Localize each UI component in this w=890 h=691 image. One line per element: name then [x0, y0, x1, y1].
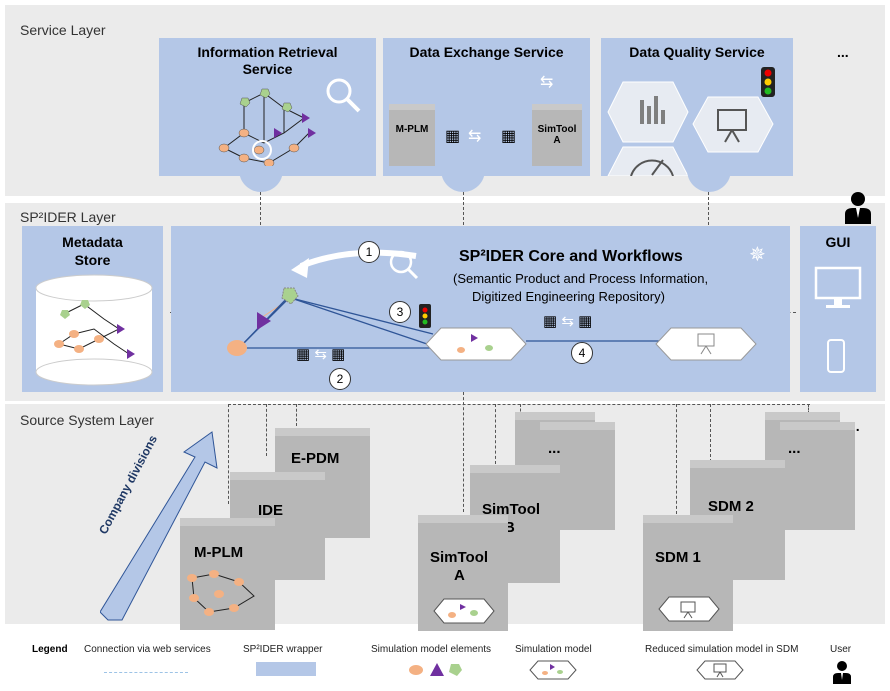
simtool-a-title-1: SimTool	[430, 549, 489, 566]
spider-layer-title: SP²IDER Layer	[20, 209, 116, 225]
sdm2-title: SDM 2	[708, 498, 754, 515]
connector-line	[495, 404, 496, 464]
legend-elements-label: Simulation model elements	[371, 644, 492, 655]
legend-user-label: User	[830, 644, 852, 655]
connector-line	[463, 392, 464, 512]
gui-panel[interactable]: GUI	[800, 226, 876, 392]
table-icon: ▦	[501, 128, 517, 145]
legend-connection-sample	[104, 672, 188, 673]
user-icon	[845, 192, 871, 224]
exchange-arrows-icon: ⇆	[540, 74, 554, 91]
mplm-mini-label: M-PLM	[395, 124, 429, 135]
mplm-mini-box: M-PLM	[389, 104, 435, 166]
simtool-b-title-2: B	[504, 519, 515, 536]
source-ellipsis-mid: ...	[548, 440, 561, 457]
legend-user-icon	[833, 661, 851, 684]
magnifier-icon	[326, 78, 361, 113]
gui-title: GUI	[825, 234, 851, 250]
epdm-title: E-PDM	[291, 450, 340, 467]
database-icon	[35, 274, 153, 386]
metadata-store-title-2: Store	[74, 252, 111, 268]
connector-line	[296, 404, 297, 426]
ide-title: IDE	[258, 502, 284, 519]
traffic-light-icon	[761, 67, 775, 97]
mplm-box[interactable]: M-PLM	[180, 518, 275, 630]
metadata-store[interactable]: Metadata Store	[22, 226, 163, 392]
source-ellipsis-right: ...	[788, 440, 801, 457]
simtool-mini-label-2: A	[553, 135, 561, 146]
info-retrieval-title-2: Service	[242, 61, 293, 77]
source-layer-title: Source System Layer	[20, 412, 154, 428]
service-layer-title: Service Layer	[20, 22, 106, 38]
table-icon: ▦	[445, 128, 461, 145]
connector-line	[676, 404, 677, 514]
company-divisions-arrow	[100, 431, 218, 621]
legend-wrapper-sample	[256, 662, 316, 676]
step-4-circle: 4	[571, 342, 593, 364]
connector-line	[520, 404, 521, 416]
data-exchange-service[interactable]: Data Exchange Service ⇆ M-PLM SimTool A …	[383, 38, 590, 192]
simtool-a-title-2: A	[454, 567, 465, 584]
spider-core[interactable]: SP²IDER Core and Workflows (Semantic Pro…	[171, 226, 790, 392]
sdm1-title: SDM 1	[655, 549, 701, 566]
core-title: SP²IDER Core and Workflows	[459, 248, 683, 265]
core-subtitle-2: Digitized Engineering Repository)	[472, 289, 665, 304]
connector-line	[228, 404, 810, 405]
info-retrieval-title-1: Information Retrieval	[197, 44, 338, 60]
simulation-model-icon	[433, 598, 495, 624]
table-exchange-icon: ▦ ⇆ ▦	[296, 346, 346, 363]
connector-line	[710, 404, 711, 462]
legend-wrapper-label: SP²IDER wrapper	[243, 644, 323, 655]
simtool-a-box[interactable]: SimTool A	[418, 515, 508, 631]
legend-connection-label: Connection via web services	[84, 644, 211, 655]
workflow-diagram	[227, 249, 757, 361]
model-graph-icon	[218, 88, 316, 168]
legend-title: Legend	[32, 644, 68, 655]
quality-hexagons	[607, 81, 774, 176]
data-quality-service[interactable]: Data Quality Service	[601, 38, 793, 192]
service-ellipsis: ...	[837, 44, 849, 60]
mplm-title: M-PLM	[194, 544, 244, 561]
step-3-circle: 3	[389, 301, 411, 323]
monitor-icon	[814, 266, 862, 308]
legend-elements-sample	[409, 663, 462, 676]
legend-model-label: Simulation model	[515, 644, 592, 655]
data-exchange-title: Data Exchange Service	[409, 44, 564, 60]
reduced-model-icon	[658, 596, 720, 622]
compass-icon: ✵	[749, 244, 766, 266]
model-graph-icon	[187, 570, 255, 616]
legend-model-sample	[529, 660, 577, 680]
data-quality-title: Data Quality Service	[629, 44, 765, 60]
legend-reduced-label: Reduced simulation model in SDM	[645, 644, 799, 655]
sdm1-box[interactable]: SDM 1	[643, 515, 733, 631]
connector-line	[463, 192, 464, 230]
phone-icon	[827, 339, 845, 373]
table-exchange-icon: ▦ ⇆ ▦	[543, 313, 593, 330]
information-retrieval-service[interactable]: Information Retrieval Service	[159, 38, 376, 192]
connector-line	[228, 404, 229, 504]
simtool-mini-box: SimTool A	[532, 104, 582, 166]
connector-line	[260, 192, 261, 230]
connector-line	[808, 404, 809, 414]
legend-reduced-sample	[696, 660, 744, 680]
simtool-b-title-1: SimTool	[482, 501, 541, 518]
source-system-box[interactable]: ...	[780, 422, 855, 530]
core-subtitle-1: (Semantic Product and Process Informatio…	[453, 271, 709, 286]
connector-line	[266, 404, 267, 456]
metadata-store-title-1: Metadata	[62, 234, 123, 250]
step-2-circle: 2	[329, 368, 351, 390]
connector-line	[708, 192, 709, 230]
simtool-mini-label-1: SimTool	[537, 124, 577, 135]
exchange-arrows-icon: ⇆	[468, 128, 482, 145]
step-1-circle: 1	[358, 241, 380, 263]
